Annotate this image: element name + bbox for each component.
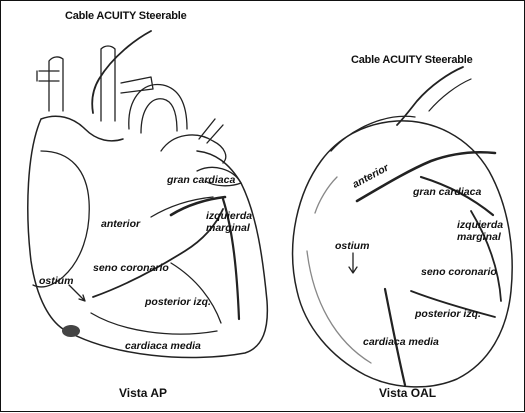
left-label-izquierda-marginal: izquierda marginal [206,210,266,234]
left-view-label: Vista AP [119,387,167,399]
right-label-gran-cardiaca: gran cardiaca [413,187,481,198]
left-aortic-arch [129,84,187,133]
left-ostium-shade [62,325,80,337]
right-ostium-arrow [349,253,357,273]
left-label-posterior-izq: posterior izq. [145,297,211,308]
left-ostium-arrow [69,285,85,301]
left-label-ostium: ostium [39,276,73,287]
right-cable-label: Cable ACUITY Steerable [351,55,473,66]
right-label-izquierda-marginal: izquierda marginal [457,219,517,243]
left-great-vessels [37,46,153,121]
left-posterior-vein [171,263,221,323]
right-label-ostium: ostium [335,241,369,252]
left-label-gran-cardiaca: gran cardiaca [167,175,235,186]
right-shading [307,177,371,363]
right-label-posterior-izq: posterior izq. [415,309,481,320]
left-label-seno-coronario: seno coronario [93,263,169,274]
left-heart-drawing [28,31,268,358]
left-label-cardiaca-media: cardiaca media [125,341,201,352]
left-inner-contour [91,313,217,334]
right-label-seno-coronario: seno coronario [421,267,497,278]
left-cable-label: Cable ACUITY Steerable [65,11,187,22]
right-view-label: Vista OAL [379,387,436,399]
right-label-cardiaca-media: cardiaca media [363,337,439,348]
left-right-atrium [33,151,89,287]
left-label-anterior: anterior [101,219,140,230]
